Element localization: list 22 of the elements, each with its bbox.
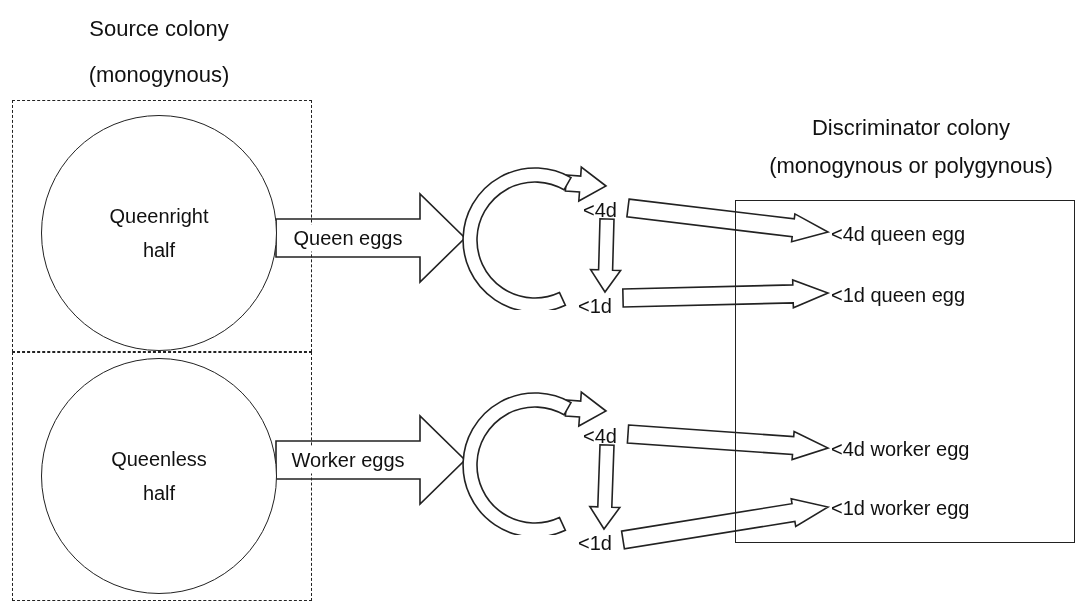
block-arrow [626, 198, 831, 243]
half-label: Queenright half [108, 204, 210, 263]
block-arrow [589, 217, 623, 294]
age-label: <1d [578, 293, 620, 315]
block-arrow [564, 390, 608, 428]
age-label: <1d worker egg [831, 495, 1011, 521]
block-arrow [564, 165, 608, 203]
age-label: <1d [578, 530, 620, 552]
block-arrow [622, 278, 831, 309]
block-arrow [626, 424, 831, 461]
age-label: <4d queen egg [831, 221, 1001, 247]
edge-label: Queen eggs [291, 224, 405, 252]
half-label: Queenless half [110, 447, 208, 506]
block-arrow [588, 443, 622, 531]
colony-heading: Source colony (monogynous) [87, 15, 231, 89]
age-label: <4d [583, 197, 625, 219]
age-label: <1d queen egg [831, 282, 1001, 308]
block-arrow [620, 497, 831, 550]
colony-heading: Discriminator colony (monogynous or polygynous) [768, 114, 1054, 180]
age-label: <4d [583, 423, 625, 445]
age-label: <4d worker egg [831, 436, 1011, 462]
edge-label: Worker eggs [289, 446, 407, 474]
